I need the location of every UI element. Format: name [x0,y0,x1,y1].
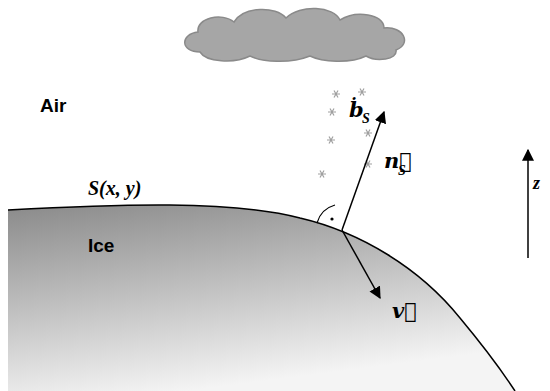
ice-body [8,205,515,391]
z-axis-arrow [527,150,529,258]
surface-label: S(x, y) [88,178,141,198]
snowflakes [318,89,372,178]
normal-vector [342,112,384,230]
region-label: Ice [88,236,114,255]
cloud [185,8,405,61]
velocity-symbol: v⃗ [392,300,417,321]
axis-label: z [533,174,540,192]
subscript: S [362,112,370,126]
accumulation-symbol: ḃ [349,99,364,120]
right-angle-dot [330,217,333,220]
region-label: Air [40,96,66,115]
normal-vector-symbol: n⃗ [384,150,412,171]
velocity-vector [342,230,380,298]
ice-surface-line [8,205,515,391]
subscript: S [398,164,406,178]
right-angle-mark [317,205,335,223]
